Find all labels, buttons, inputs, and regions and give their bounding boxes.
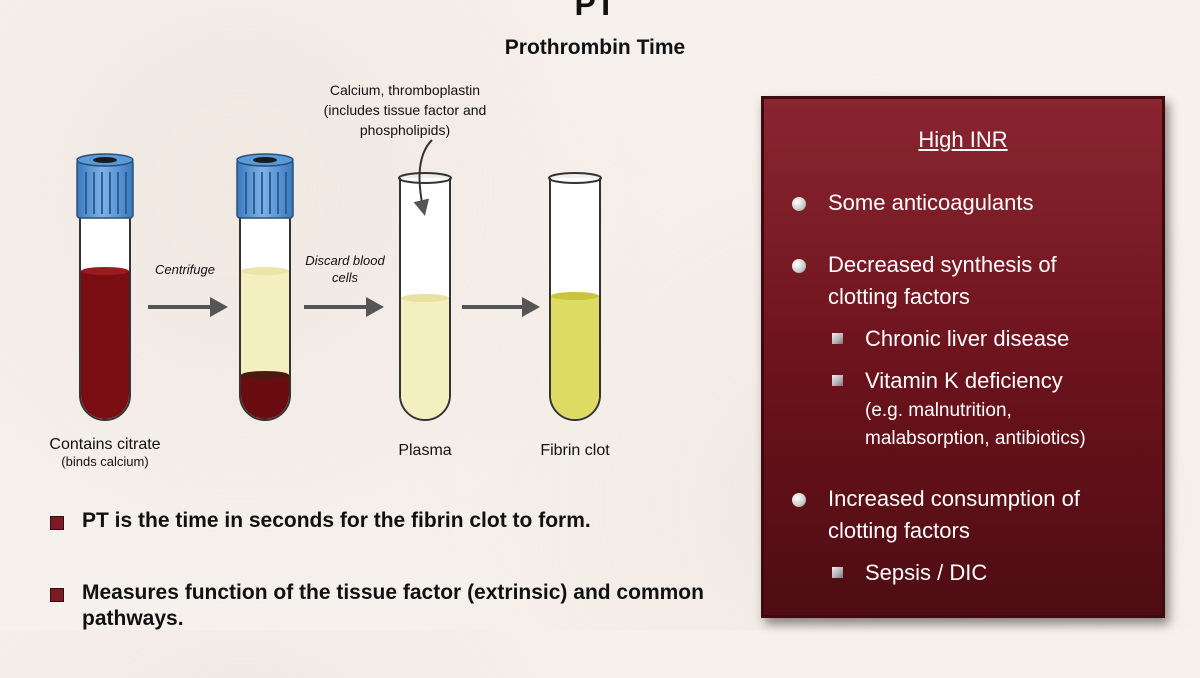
square-bullet-icon bbox=[50, 588, 64, 602]
bullet-item: PT is the time in seconds for the fibrin… bbox=[50, 508, 730, 534]
reagent-arrow bbox=[413, 139, 433, 216]
panel-subitem: Chronic liver disease bbox=[865, 326, 1070, 351]
tube-sublabel-text: (binds calcium) bbox=[61, 454, 149, 469]
tube-centrifuged bbox=[236, 153, 294, 421]
panel-item-line: clotting factors bbox=[828, 284, 970, 309]
tube-label-text: Contains citrate bbox=[49, 436, 161, 453]
bullet-text: Measures function of the tissue factor (… bbox=[82, 581, 704, 630]
process-arrow bbox=[304, 297, 384, 317]
panel-item: Decreased synthesis of clotting factors bbox=[828, 249, 1057, 313]
high-inr-panel: High INR Some anticoagulants Decreased s… bbox=[761, 96, 1165, 618]
tube-label-citrate: Contains citrate (binds calcium) bbox=[35, 436, 175, 469]
panel-subitem: Vitamin K deficiency (e.g. malnutrition,… bbox=[865, 365, 1086, 453]
square-subbullet-icon bbox=[832, 333, 843, 344]
step-label-centrifuge: Centrifuge bbox=[155, 262, 215, 277]
panel-subitem-note: malabsorption, antibiotics) bbox=[865, 428, 1086, 449]
panel-subitem: Sepsis / DIC bbox=[865, 560, 988, 585]
panel-subitem-text: Vitamin K deficiency bbox=[865, 368, 1063, 393]
round-bullet-icon bbox=[792, 259, 806, 273]
tube-label-plasma: Plasma bbox=[398, 442, 452, 459]
tube-whole-blood bbox=[76, 153, 134, 421]
tube-fibrin-clot bbox=[548, 172, 602, 421]
process-arrow bbox=[462, 297, 540, 317]
panel-title: High INR bbox=[918, 127, 1008, 152]
pt-process-diagram bbox=[76, 139, 602, 421]
bullet-text: PT is the time in seconds for the fibrin… bbox=[82, 509, 591, 532]
round-bullet-icon bbox=[792, 197, 806, 211]
panel-item: Some anticoagulants bbox=[828, 190, 1034, 215]
page-subtitle: Prothrombin Time bbox=[504, 36, 686, 59]
process-arrow bbox=[148, 297, 228, 317]
square-bullet-icon bbox=[50, 516, 64, 530]
bullet-list: PT is the time in seconds for the fibrin… bbox=[50, 508, 730, 678]
square-subbullet-icon bbox=[832, 375, 843, 386]
step-label-discard: Discard blood cells bbox=[305, 253, 385, 285]
page-title: PT bbox=[574, 0, 616, 22]
square-subbullet-icon bbox=[832, 567, 843, 578]
panel-item-line: Increased consumption of bbox=[828, 486, 1080, 511]
round-bullet-icon bbox=[792, 493, 806, 507]
panel-subitem-note: (e.g. malnutrition, bbox=[865, 400, 1012, 421]
reagent-label: Calcium, thromboplastin (includes tissue… bbox=[323, 82, 487, 138]
tube-plasma bbox=[398, 139, 452, 421]
tube-label-fibrin: Fibrin clot bbox=[540, 442, 610, 459]
panel-item-line: Decreased synthesis of bbox=[828, 252, 1057, 277]
panel-item: Increased consumption of clotting factor… bbox=[828, 483, 1080, 547]
bullet-item: Measures function of the tissue factor (… bbox=[50, 580, 730, 632]
panel-item-line: clotting factors bbox=[828, 518, 970, 543]
